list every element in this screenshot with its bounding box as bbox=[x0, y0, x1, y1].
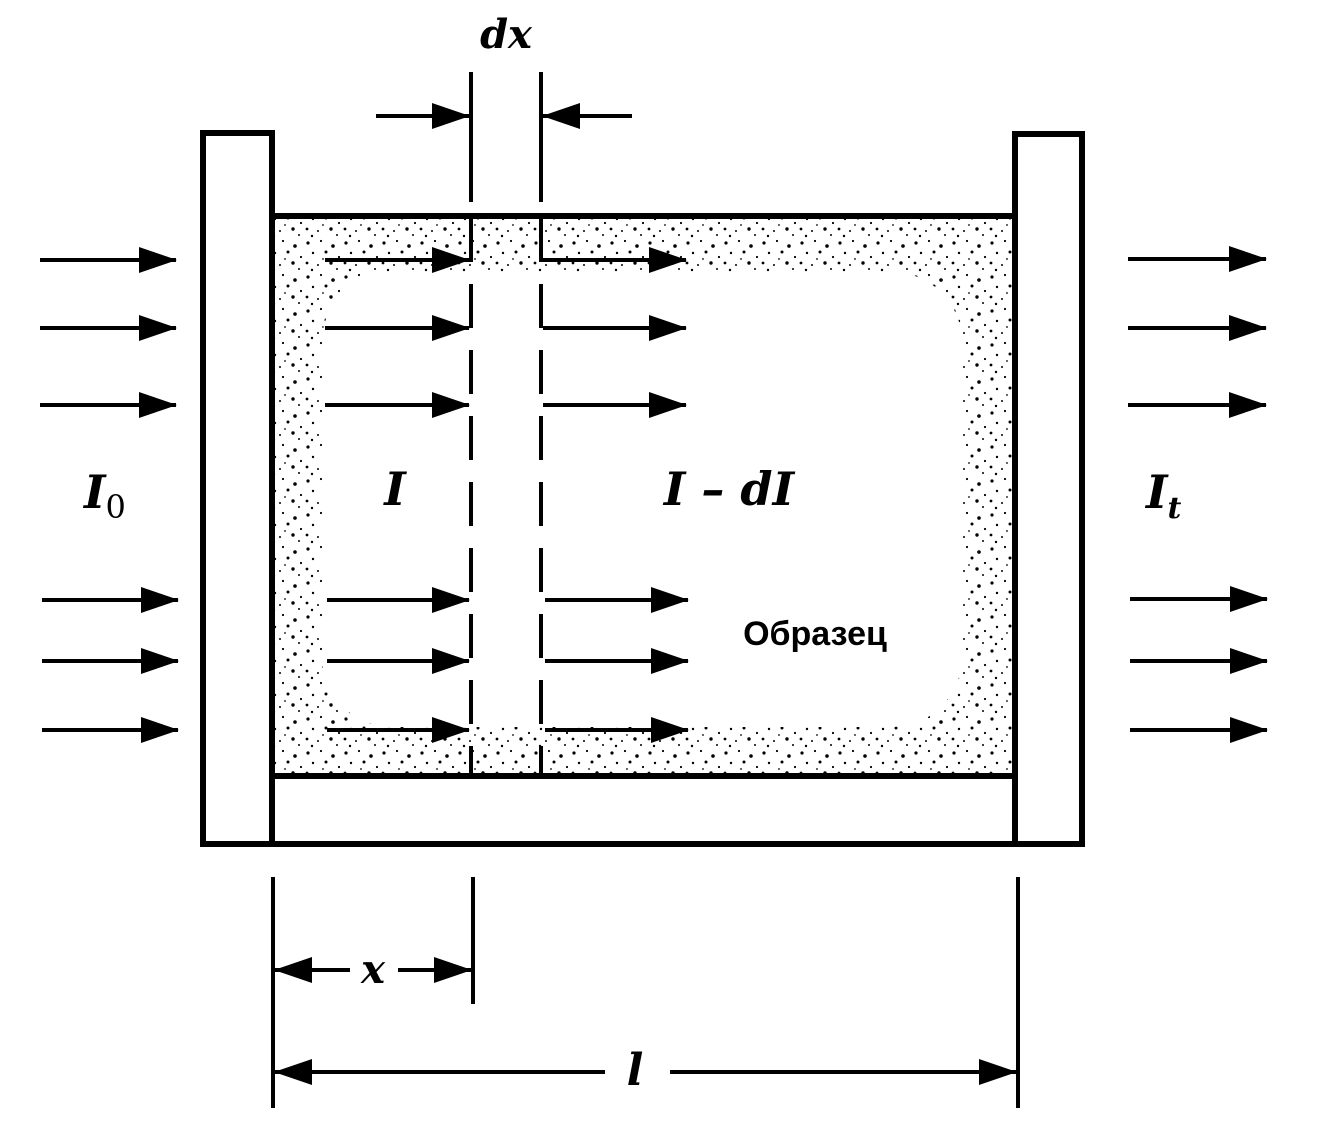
layer-boundaries bbox=[469, 72, 543, 775]
incident-intensity-symbol: I bbox=[82, 465, 107, 519]
incident-intensity-subscript: 0 bbox=[106, 488, 126, 526]
transmitted-intensity-label: It bbox=[1144, 465, 1182, 526]
bottom-dimensions bbox=[271, 877, 1020, 1108]
incident-intensity-label: I0 bbox=[82, 465, 126, 526]
sample-label: Образец bbox=[743, 615, 887, 653]
left-window bbox=[200, 130, 275, 847]
dx-label: dx bbox=[480, 11, 533, 58]
sample-length-label: l bbox=[627, 1045, 644, 1096]
transmitted-intensity-subscript: t bbox=[1168, 491, 1182, 526]
sample-cell bbox=[200, 130, 1085, 847]
attenuated-intensity-label: I – dI bbox=[662, 462, 796, 516]
sample-texture bbox=[274, 218, 1016, 775]
beam-after-layer bbox=[543, 247, 689, 743]
beam-before-layer bbox=[325, 247, 470, 743]
depth-label: x bbox=[360, 946, 386, 993]
layer-intensity-label: I bbox=[382, 462, 407, 516]
incident-beam bbox=[40, 247, 179, 743]
transmitted-intensity-symbol: I bbox=[1144, 465, 1169, 519]
transmitted-beam bbox=[1128, 246, 1268, 743]
right-window bbox=[1012, 131, 1085, 847]
